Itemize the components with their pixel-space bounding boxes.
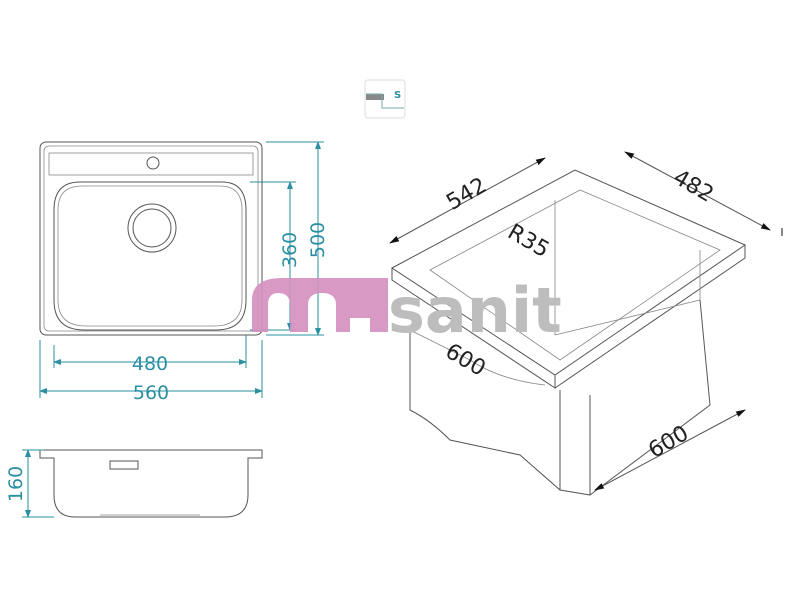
installation-label: S — [394, 90, 401, 101]
top-view: 480 560 360 500 — [39, 141, 329, 404]
dim-542: 542 — [442, 173, 491, 216]
dim-inner-depth: 360 — [279, 232, 301, 268]
radius-label: R35 — [503, 220, 553, 263]
tap-hole — [146, 156, 160, 170]
msanit-watermark: sanit — [252, 274, 562, 347]
dim-482: 482 — [669, 165, 718, 208]
logo-m — [252, 278, 388, 332]
dim-600-cabinet: 600 — [644, 421, 693, 464]
side-view: 160 — [5, 449, 263, 518]
dim-inner-width: 480 — [132, 353, 168, 375]
logo-text: sanit — [388, 274, 562, 347]
dim-outer-depth: 500 — [307, 222, 329, 258]
dim-outer-width: 560 — [133, 382, 169, 404]
drain — [127, 203, 177, 253]
installation-type-icon: S — [364, 79, 406, 119]
dim-height: 160 — [5, 466, 27, 502]
